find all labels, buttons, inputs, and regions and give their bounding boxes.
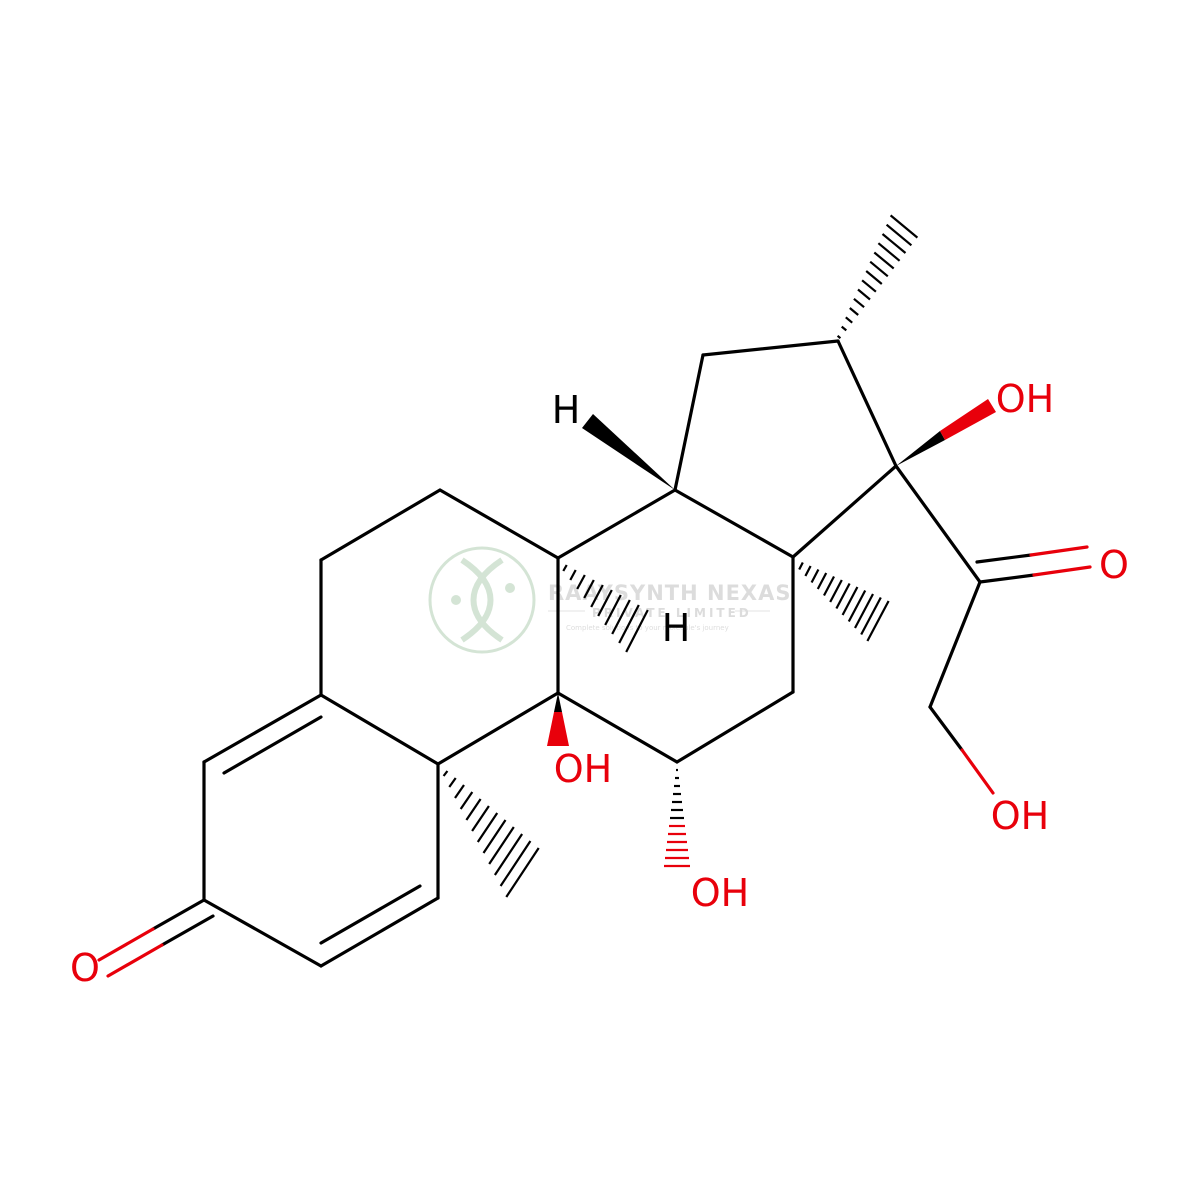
bond-c20-o-double-red bbox=[1029, 545, 1089, 557]
dna-helix-icon bbox=[451, 557, 515, 643]
atom-label-oh-c21: OH bbox=[991, 794, 1049, 838]
atom-label-o-c3: O bbox=[70, 946, 100, 990]
wedge-bond-c14-h bbox=[582, 414, 675, 490]
bond-c20-o bbox=[978, 573, 1036, 584]
ring-c bbox=[556, 488, 795, 764]
atom-label-o-c20: O bbox=[1099, 543, 1129, 587]
bond-c14-c13 bbox=[673, 488, 795, 559]
hash-bond-c8-h bbox=[562, 564, 649, 653]
wedge-bond-c9-oh bbox=[554, 693, 562, 712]
ring-a bbox=[202, 693, 440, 968]
bond-c3-o bbox=[151, 898, 206, 931]
bond-c20-c21 bbox=[928, 580, 982, 709]
watermark-title: RAAYSYNTH NEXAS bbox=[548, 581, 791, 605]
bond-c21-o-red bbox=[960, 748, 995, 795]
bond-c2-c1 bbox=[319, 896, 440, 968]
wedge-bond-c17-oh-red bbox=[940, 399, 996, 440]
watermark-logo-ring bbox=[428, 546, 536, 654]
bond-c4-c5-double bbox=[222, 715, 323, 775]
bond-c6-c7 bbox=[319, 488, 442, 562]
watermark-tagline: Complete solutions to your molecule's jo… bbox=[566, 624, 729, 632]
atom-label-oh-c17: OH bbox=[996, 377, 1054, 421]
ring-d bbox=[673, 339, 898, 559]
ring-b bbox=[319, 488, 560, 766]
bond-c20-o-double bbox=[975, 553, 1033, 564]
bond-c8-c14 bbox=[556, 488, 677, 560]
watermark-subtitle: PRIVATE LIMITED bbox=[592, 606, 752, 620]
bond-c2-c1-double bbox=[319, 884, 422, 945]
bond-c3-o-double-red bbox=[106, 943, 164, 978]
atom-label-h-c8: H bbox=[662, 606, 691, 650]
hash-bond-c11-oh bbox=[664, 768, 690, 868]
atom-label-h-c14: H bbox=[552, 388, 581, 432]
bond-c17-c20 bbox=[894, 464, 982, 584]
bond-c4-c5 bbox=[202, 693, 323, 764]
bond-c7-c8 bbox=[438, 488, 560, 560]
wedge-bond-c9-oh-red bbox=[547, 712, 569, 746]
hash-bond-c13-methyl bbox=[798, 561, 890, 642]
hash-bond-c16-methyl bbox=[836, 214, 919, 340]
bond-c9-c10 bbox=[436, 691, 560, 766]
bond-c12-c11 bbox=[675, 690, 795, 764]
bond-c16-c17 bbox=[836, 339, 898, 468]
hash-bond-c10-methyl bbox=[442, 770, 540, 898]
atom-label-oh-c9: OH bbox=[554, 747, 612, 791]
bond-c21-o bbox=[928, 705, 964, 752]
bond-c11-c9 bbox=[556, 691, 679, 764]
bond-c15-c16 bbox=[701, 339, 840, 357]
atom-label-oh-c11: OH bbox=[691, 871, 749, 915]
bond-c5-c10 bbox=[319, 693, 440, 766]
bond-c20-o-red bbox=[1032, 565, 1092, 577]
bond-c17-c13 bbox=[791, 464, 898, 559]
bond-c14-c15 bbox=[673, 353, 705, 492]
bond-c3-o-double bbox=[160, 914, 215, 947]
watermark: RAAYSYNTH NEXAS PRIVATE LIMITED Complete… bbox=[428, 546, 791, 654]
bond-c3-c2 bbox=[202, 898, 323, 968]
bond-c3-o-red bbox=[97, 927, 155, 962]
ketone-c3 bbox=[97, 898, 215, 978]
side-chain bbox=[894, 464, 1092, 795]
wedge-bond-c17-oh bbox=[896, 431, 945, 466]
